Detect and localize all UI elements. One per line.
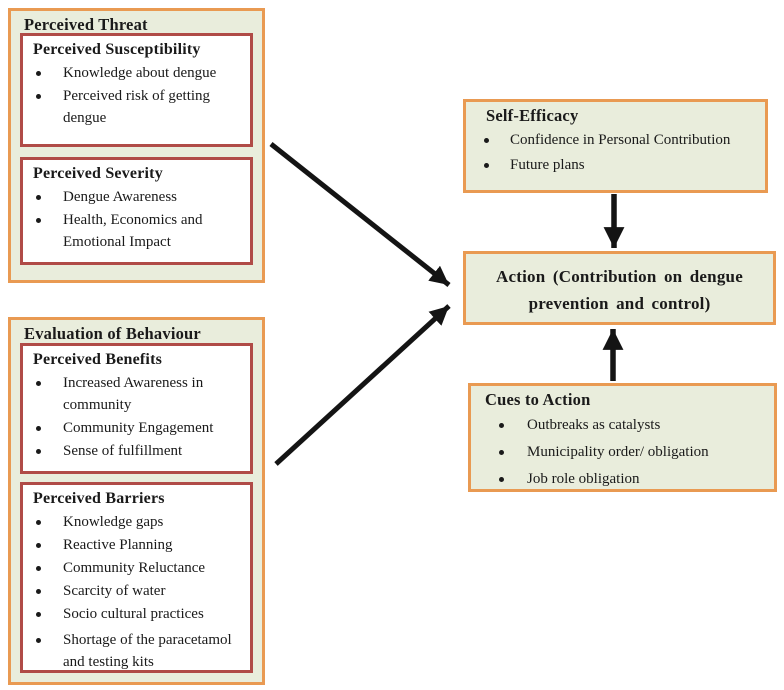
cues-to-action-box: Cues to Action Outbreaks as catalysts Mu… [468,383,777,492]
bullet-icon [36,449,41,454]
perceived-susceptibility-title: Perceived Susceptibility [33,41,201,58]
perceived-barriers-box: Perceived Barriers Knowledge gaps Reacti… [20,482,253,673]
cues-to-action-title: Cues to Action [485,390,591,409]
perceived-severity-title: Perceived Severity [33,165,163,182]
list-item: Confidence in Personal Contribution [466,128,765,153]
bullet-icon [36,94,41,99]
list-item-text: Knowledge gaps [63,514,164,530]
list-item-text: Scarcity of water [63,583,166,599]
action-box: Action (Contribution on dengue preventio… [463,251,776,325]
list-item-text: Health, Economics and Emotional Impact [63,212,203,250]
self-efficacy-title: Self-Efficacy [486,106,579,125]
list-item-text: Socio cultural practices [63,606,204,622]
list-item: Knowledge gaps [23,511,250,534]
list-item: Sense of fulfillment [23,440,250,463]
arrow-threat-to-action [269,142,451,287]
bullet-icon [499,450,504,455]
list-item-text: Increased Awareness in community [63,375,204,413]
bullet-icon [36,543,41,548]
list-item-text: Municipality order/ obligation [527,444,709,460]
bullet-icon [36,71,41,76]
list-item: Reactive Planning [23,534,250,557]
perceived-threat-title: Perceived Threat [24,15,148,34]
list-item-text: Outbreaks as catalysts [527,417,661,433]
list-item: Perceived risk of getting dengue [23,85,250,130]
list-item: Municipality order/ obligation [471,439,774,466]
list-item: Socio cultural practices [23,603,250,626]
bullet-icon [36,638,41,643]
list-item: Dengue Awareness [23,186,250,209]
list-item-text: Shortage of the paracetamol and testing … [63,632,232,670]
list-item: Outbreaks as catalysts [471,412,774,439]
perceived-susceptibility-box: Perceived Susceptibility Knowledge about… [20,33,253,147]
perceived-threat-box: Perceived Threat Perceived Susceptibilit… [8,8,265,283]
evaluation-of-behaviour-box: Evaluation of Behaviour Perceived Benefi… [8,317,265,685]
list-item-text: Sense of fulfillment [63,443,183,459]
list-item: Future plans [466,153,765,178]
list-item: Community Engagement [23,417,250,440]
list-item-text: Reactive Planning [63,537,173,553]
bullet-icon [36,218,41,223]
perceived-benefits-title: Perceived Benefits [33,351,163,368]
bullet-icon [484,163,489,168]
perceived-severity-box: Perceived Severity Dengue Awareness Heal… [20,157,253,265]
arrow-evaluation-to-action [274,304,451,466]
list-item: Community Reluctance [23,557,250,580]
bullet-icon [36,195,41,200]
list-item: Increased Awareness in community [23,372,250,417]
list-item-text: Job role obligation [527,471,640,487]
perceived-barriers-title: Perceived Barriers [33,490,165,507]
perceived-susceptibility-list: Knowledge about dengue Perceived risk of… [23,62,250,130]
bullet-icon [36,612,41,617]
list-item: Job role obligation [471,466,774,493]
list-item: Scarcity of water [23,580,250,603]
self-efficacy-list: Confidence in Personal Contribution Futu… [466,128,765,178]
list-item-text: Community Engagement [63,420,214,436]
perceived-benefits-list: Increased Awareness in community Communi… [23,372,250,463]
evaluation-of-behaviour-title: Evaluation of Behaviour [24,324,201,343]
bullet-icon [484,138,489,143]
bullet-icon [36,566,41,571]
list-item-text: Future plans [510,157,585,173]
list-item-text: Community Reluctance [63,560,206,576]
list-item-text: Confidence in Personal Contribution [510,132,731,148]
list-item-text: Dengue Awareness [63,189,178,205]
cues-to-action-list: Outbreaks as catalysts Municipality orde… [471,412,774,493]
list-item-text: Knowledge about dengue [63,65,217,81]
bullet-icon [36,589,41,594]
list-item: Health, Economics and Emotional Impact [23,209,250,254]
list-item: Knowledge about dengue [23,62,250,85]
self-efficacy-box: Self-Efficacy Confidence in Personal Con… [463,99,768,193]
perceived-benefits-box: Perceived Benefits Increased Awareness i… [20,343,253,474]
bullet-icon [499,423,504,428]
list-item: Shortage of the paracetamol and testing … [23,629,250,674]
bullet-icon [36,426,41,431]
bullet-icon [36,520,41,525]
perceived-barriers-list: Knowledge gaps Reactive Planning Communi… [23,511,250,674]
perceived-severity-list: Dengue Awareness Health, Economics and E… [23,186,250,254]
bullet-icon [36,381,41,386]
list-item-text: Perceived risk of getting dengue [63,88,211,126]
action-title: Action (Contribution on dengue preventio… [496,267,743,313]
bullet-icon [499,477,504,482]
